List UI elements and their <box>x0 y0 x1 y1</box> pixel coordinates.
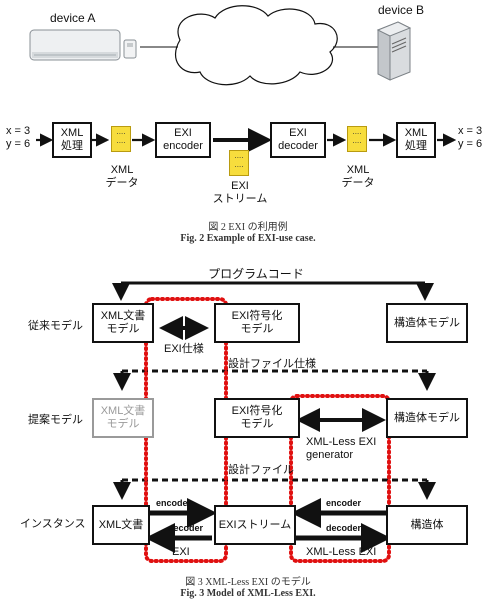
exi-encoding-model-line1: EXI符号化 <box>232 310 283 323</box>
exi-stream-box: EXIストリーム <box>214 505 296 545</box>
struct-model-2-text: 構造体モデル <box>394 412 460 425</box>
xml-doc-model-box: XML文書 モデル <box>92 303 154 343</box>
xml-less-generator-line2: generator <box>306 449 376 462</box>
input-y: y = 6 <box>6 138 30 151</box>
output-x: x = 3 <box>458 125 482 138</box>
design-file-spec-label: 設計ファイル仕様 <box>228 358 316 371</box>
xml-doc-model-gray-line2: モデル <box>107 418 140 431</box>
fig2-caption-en: Fig. 2 Example of EXI-use case. <box>0 233 496 244</box>
input-x: x = 3 <box>6 125 30 138</box>
exi-encoder-line1: EXI <box>174 127 192 140</box>
xml-process-right-box: XML 処理 <box>396 122 436 158</box>
exi-spec-label: EXI仕様 <box>164 343 204 356</box>
exi-encoding-model-2-box: EXI符号化 モデル <box>214 398 300 438</box>
exi-encoding-model-2-line2: モデル <box>241 418 274 431</box>
fig3-caption-jp: 図 3 XML-Less EXI のモデル <box>0 573 496 588</box>
exi-decoder-line1: EXI <box>289 127 307 140</box>
exi-stream-line1: EXI <box>208 180 272 193</box>
struct-model-text: 構造体モデル <box>394 317 460 330</box>
struct-model-box: 構造体モデル <box>386 303 468 343</box>
output-values: x = 3 y = 6 <box>458 125 482 151</box>
exi-stream-text: EXIストリーム <box>219 519 291 532</box>
decoder-left-label: decoder <box>168 522 203 535</box>
design-file-label: 設計ファイル <box>228 464 294 477</box>
xml-doc-model-gray-box: XML文書 モデル <box>92 398 154 438</box>
xml-data-right-line2: データ <box>336 177 380 190</box>
air-conditioner-icon <box>30 30 136 60</box>
exi-stream-line2: ストリーム <box>208 193 272 206</box>
exi-encoder-line2: encoder <box>163 140 203 153</box>
xml-data-left-line1: XML <box>100 164 144 177</box>
struct-model-2-box: 構造体モデル <box>386 398 468 438</box>
program-code-arrow <box>121 283 425 298</box>
exi-encoding-model-line2: モデル <box>241 323 274 336</box>
xml-doc-model-line2: モデル <box>107 323 140 336</box>
exi-stream-label: EXI ストリーム <box>208 180 272 206</box>
xml-data-left-line2: データ <box>100 177 144 190</box>
xml-data-right-line1: XML <box>336 164 380 177</box>
design-spec-arrow <box>122 371 427 388</box>
exi-label: EXI <box>172 546 190 559</box>
xml-less-generator-line1: XML-Less EXI <box>306 436 376 449</box>
xml-data-right-label: XML データ <box>336 164 380 190</box>
xml-doc-text: XML文書 <box>99 519 144 532</box>
xml-less-generator-label: XML-Less EXI generator <box>306 436 376 462</box>
row-label-instance: インスタンス <box>20 518 86 531</box>
exi-encoding-model-box: EXI符号化 モデル <box>214 303 300 343</box>
xml-data-doc-left-icon: ........ <box>111 126 131 152</box>
xml-data-left-label: XML データ <box>100 164 144 190</box>
exi-decoder-line2: decoder <box>278 140 318 153</box>
design-file-arrow <box>122 480 427 497</box>
encoder-right-label: encoder <box>326 497 361 510</box>
fig3-caption-en: Fig. 3 Model of XML-Less EXI. <box>0 588 496 599</box>
input-values: x = 3 y = 6 <box>6 125 30 151</box>
decoder-right-label: decoder <box>326 522 361 535</box>
exi-stream-doc-icon: ........ <box>229 150 249 176</box>
encoder-left-label: encoder <box>156 497 191 510</box>
row-label-conventional: 従来モデル <box>28 320 83 333</box>
xml-less-exi-label: XML-Less EXI <box>306 546 376 559</box>
exi-encoding-model-2-line1: EXI符号化 <box>232 405 283 418</box>
xml-data-doc-right-icon: ........ <box>347 126 367 152</box>
xml-doc-model-line1: XML文書 <box>101 310 146 323</box>
program-code-label: プログラムコード <box>196 268 316 281</box>
device-a-label: device A <box>50 12 95 25</box>
xml-process-left-line2: 処理 <box>61 140 83 153</box>
struct-box: 構造体 <box>386 505 468 545</box>
xml-doc-model-gray-line1: XML文書 <box>101 405 146 418</box>
xml-process-right-line2: 処理 <box>405 140 427 153</box>
xml-process-right-line1: XML <box>405 127 428 140</box>
xml-process-left-box: XML 処理 <box>52 122 92 158</box>
device-b-label: device B <box>378 4 424 17</box>
xml-process-left-line1: XML <box>61 127 84 140</box>
network-cloud <box>176 6 338 85</box>
exi-encoder-box: EXI encoder <box>155 122 211 158</box>
row-label-proposed: 提案モデル <box>28 414 83 427</box>
struct-text: 構造体 <box>411 519 444 532</box>
fig2-caption-jp: 図 2 EXI の利用例 <box>0 218 496 233</box>
server-icon <box>378 22 410 80</box>
xml-doc-box: XML文書 <box>92 505 150 545</box>
output-y: y = 6 <box>458 138 482 151</box>
exi-decoder-box: EXI decoder <box>270 122 326 158</box>
